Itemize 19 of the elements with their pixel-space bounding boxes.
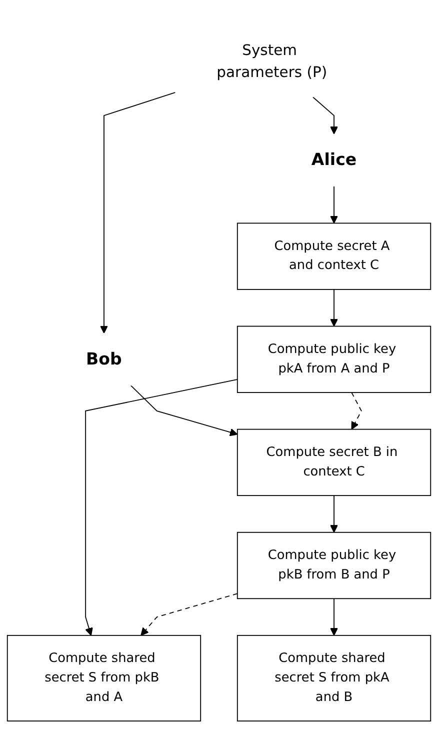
- arrow: [330, 186, 338, 224]
- arrow: [330, 289, 338, 327]
- arrow: [330, 598, 338, 636]
- node-box: Compute secret A and context C: [236, 223, 432, 290]
- arrow: [351, 392, 362, 430]
- arrow: [312, 96, 338, 135]
- node-text: Alice: [311, 150, 357, 170]
- arrow: [130, 385, 238, 436]
- arrow: [140, 593, 238, 636]
- node-text: System parameters (P): [216, 41, 328, 81]
- node-box: Compute public key pkA from A and P: [236, 326, 432, 394]
- node-box: Compute public key pkB from B and P: [236, 532, 432, 600]
- node-box: Compute secret B in context C: [236, 429, 432, 496]
- arrow: [85, 379, 238, 636]
- arrow: [330, 495, 338, 534]
- node-box: Compute shared secret S from pkA and B: [236, 635, 432, 722]
- node-text: Bob: [86, 350, 122, 370]
- node-box: Compute shared secret S from pkB and A: [6, 635, 202, 722]
- arrow: [100, 92, 176, 334]
